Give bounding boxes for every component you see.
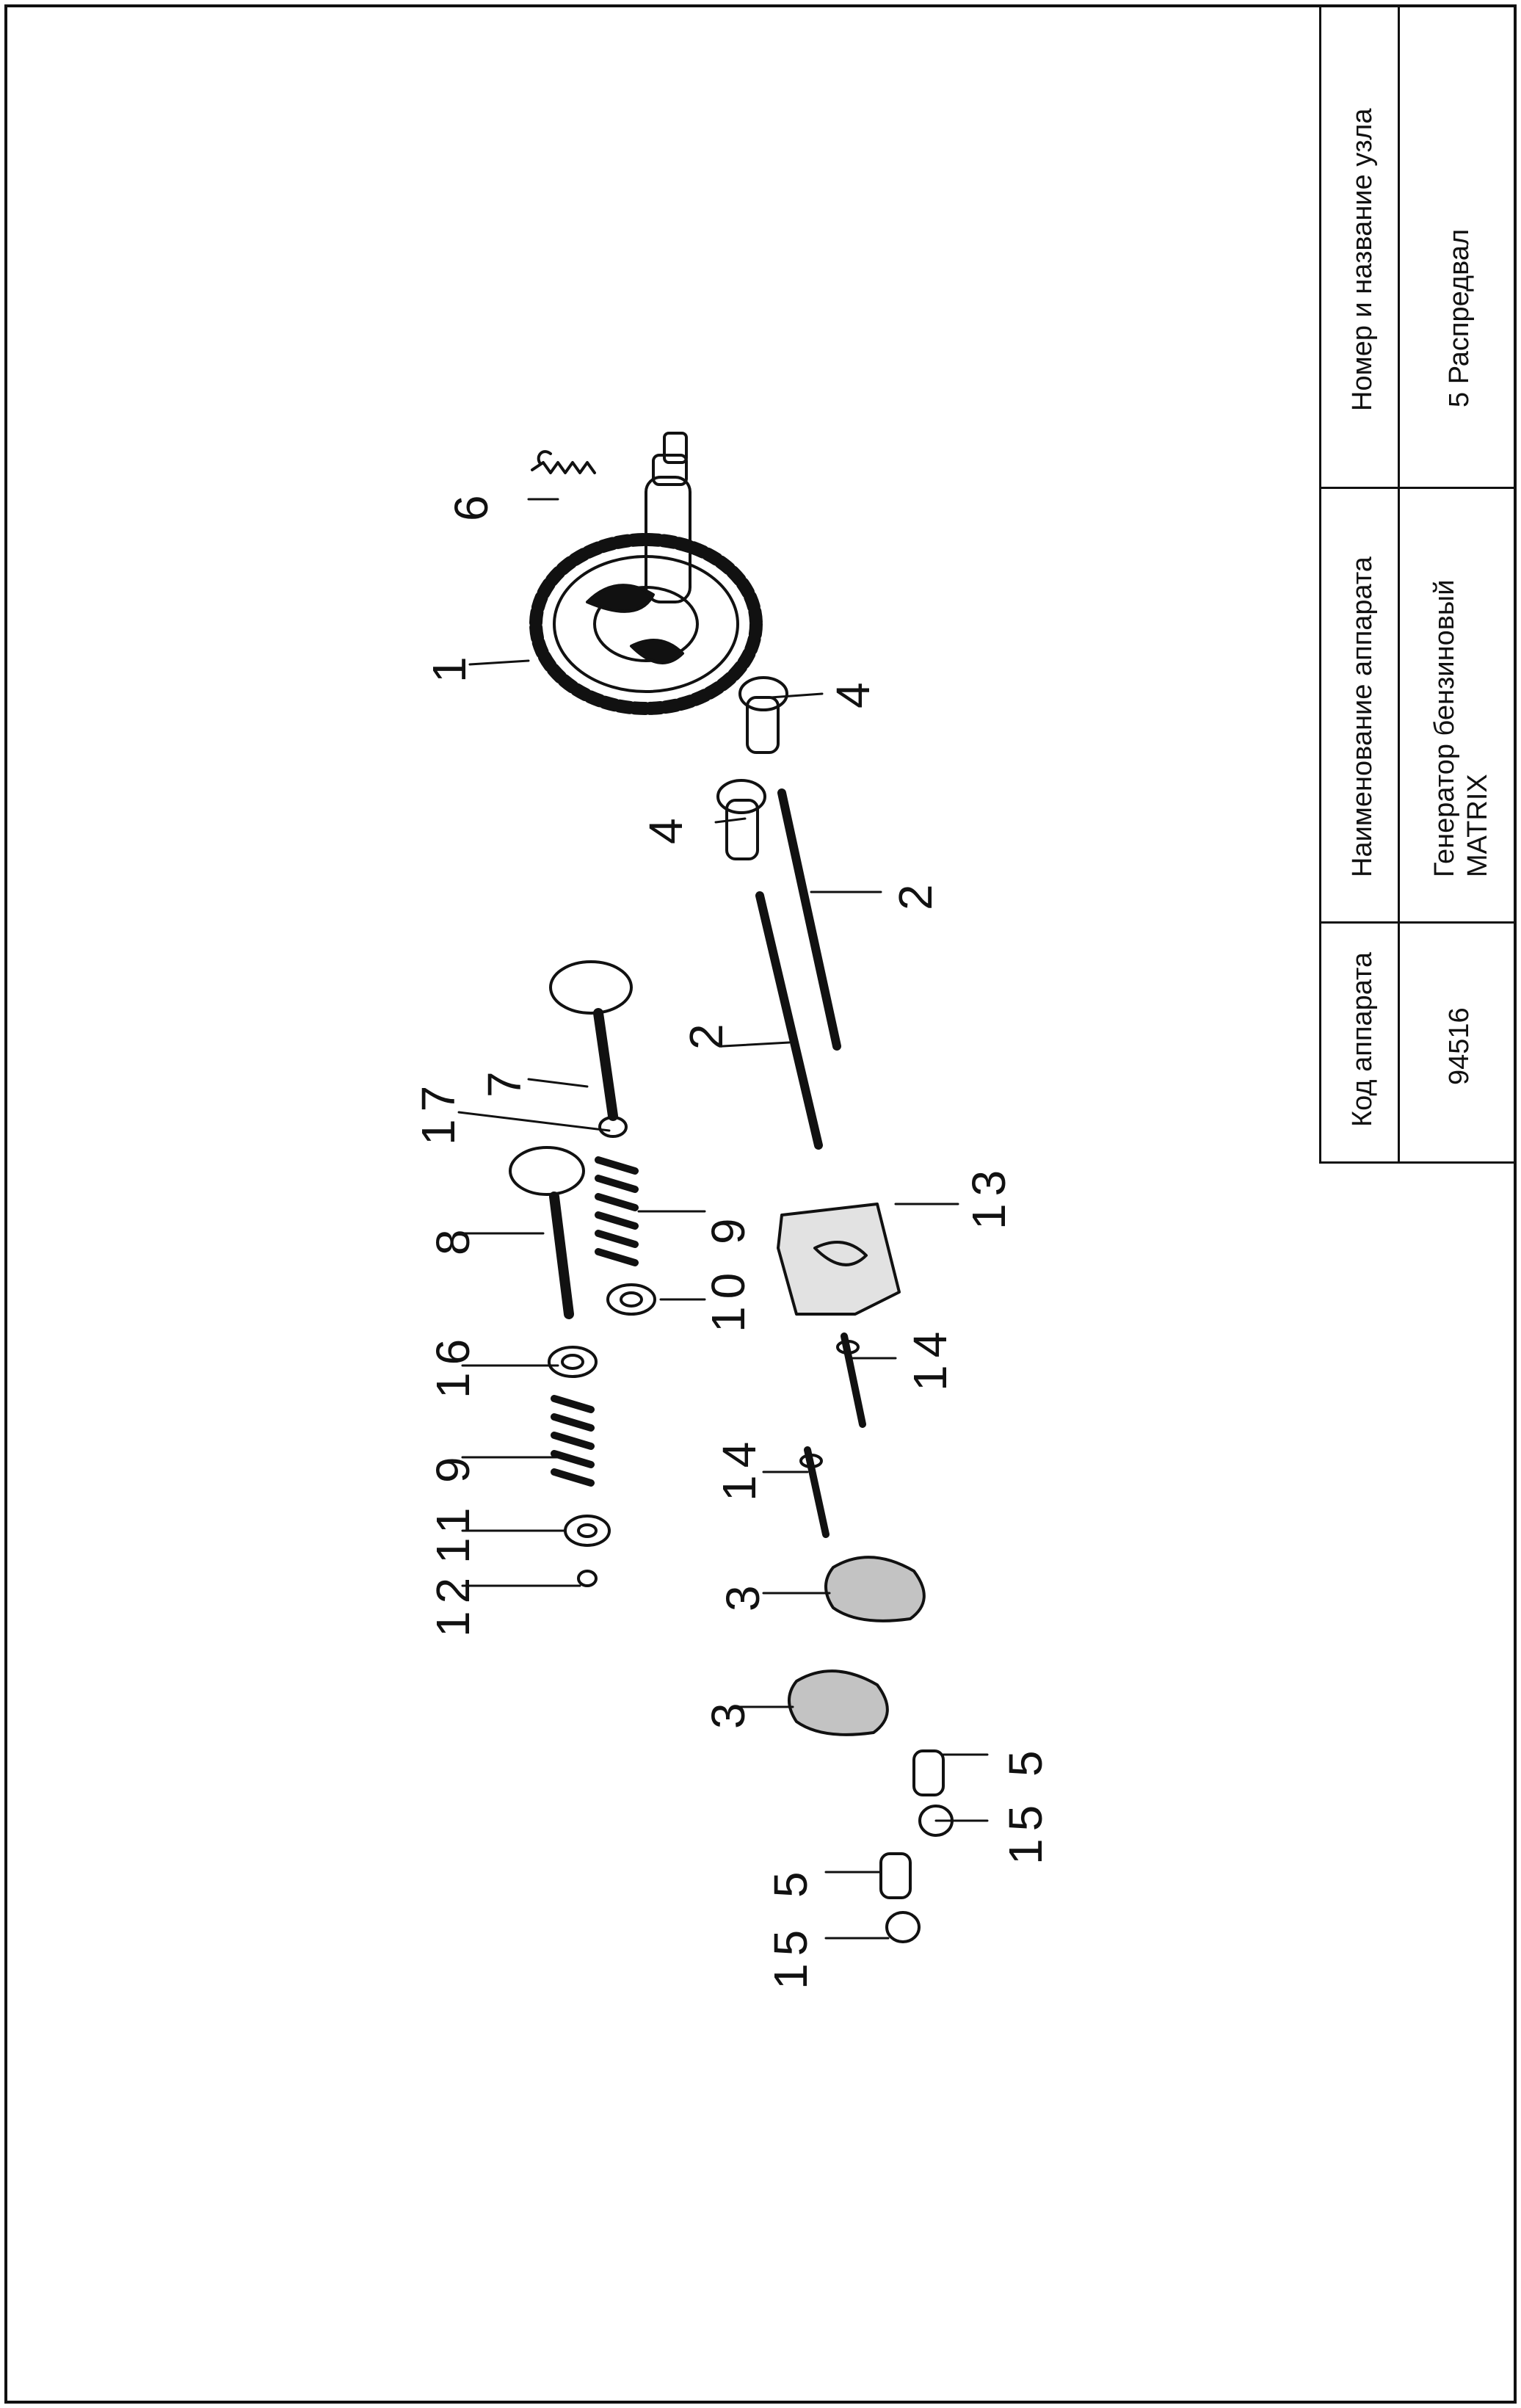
callout-15-left: 15 <box>764 1922 817 1990</box>
callout-5-right: 5 <box>999 1743 1052 1777</box>
title-block-value-code <box>1398 921 1517 1164</box>
callout-4-right: 4 <box>827 675 879 708</box>
part-2-push-rod-right <box>777 788 841 1051</box>
part-9-valve-spring-upper <box>595 1156 639 1266</box>
callout-9-upper: 9 <box>702 1211 755 1244</box>
part-5-adjuster-right <box>912 1749 945 1796</box>
callout-7: 7 <box>478 1064 531 1098</box>
part-17-seal <box>598 1116 628 1138</box>
callout-4-left: 4 <box>639 810 692 844</box>
part-16-washer <box>548 1346 598 1378</box>
callout-10: 10 <box>702 1265 755 1332</box>
callout-14-lower: 14 <box>713 1434 766 1501</box>
part-15-nut-left <box>885 1911 921 1943</box>
callout-16: 16 <box>426 1331 479 1399</box>
part-7-valve <box>549 960 633 1121</box>
part-3-rocker-arm-upper <box>824 1556 926 1622</box>
callout-15-right: 15 <box>999 1797 1052 1865</box>
callout-5-left: 5 <box>764 1864 817 1898</box>
callout-11: 11 <box>426 1500 479 1564</box>
callout-13: 13 <box>962 1162 1015 1230</box>
part-3-rocker-arm-lower <box>788 1669 889 1736</box>
part-14-stud-upper <box>836 1332 866 1428</box>
callout-3-upper: 3 <box>716 1578 769 1611</box>
drawing-frame <box>4 4 1517 2404</box>
part-2-push-rod-left <box>755 891 823 1150</box>
part-11-retainer <box>564 1515 611 1547</box>
part-4-tappet-lower <box>716 779 766 860</box>
part-5-adjuster-left <box>879 1852 912 1899</box>
callout-12: 12 <box>426 1570 479 1637</box>
part-13-rocker-plate <box>777 1203 901 1316</box>
callout-6: 6 <box>445 487 498 521</box>
part-8-valve <box>509 1146 585 1319</box>
callout-17: 17 <box>412 1078 465 1145</box>
part-6-spring <box>531 461 596 474</box>
callout-14-upper: 14 <box>904 1324 956 1391</box>
callout-2-left: 2 <box>680 1016 733 1050</box>
callout-2-right: 2 <box>889 877 942 910</box>
callout-8: 8 <box>426 1222 479 1255</box>
callout-3-lower: 3 <box>702 1695 755 1729</box>
part-10-retainer <box>606 1283 656 1316</box>
part-1-camshaft-gear <box>529 432 763 715</box>
leader-lines <box>457 498 989 1940</box>
part-4-tappet-upper <box>738 676 788 754</box>
part-14-stud-lower <box>799 1446 830 1538</box>
callout-1: 1 <box>423 649 476 683</box>
part-12-cotter <box>577 1570 598 1587</box>
part-9-valve-spring-lower <box>551 1395 595 1487</box>
callout-9-lower: 9 <box>426 1449 479 1483</box>
